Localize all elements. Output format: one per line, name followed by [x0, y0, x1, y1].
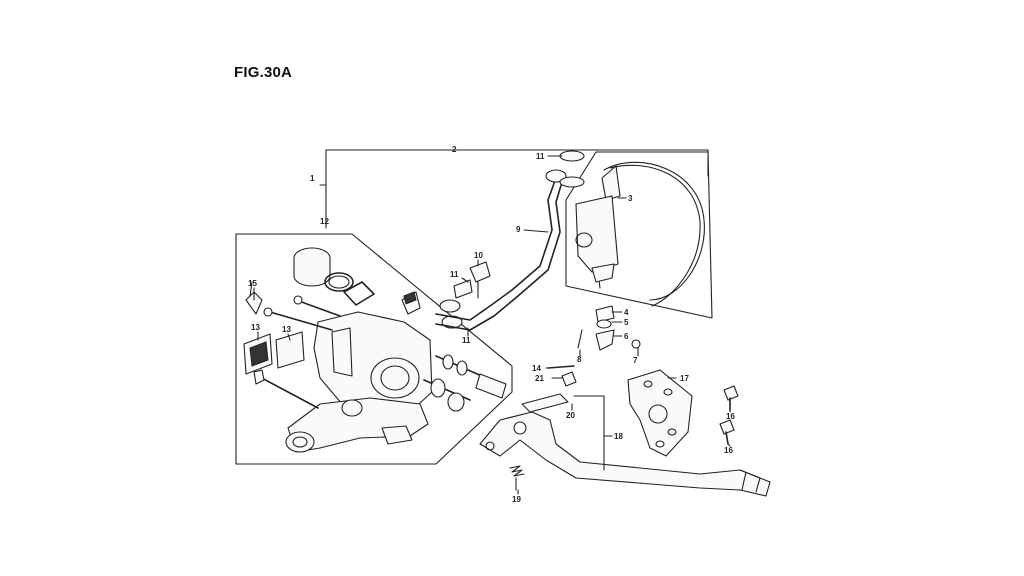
callout-19: 19	[512, 495, 521, 504]
callout-10: 10	[474, 251, 483, 260]
callout-3: 3	[628, 194, 633, 203]
callout-5: 5	[624, 318, 629, 327]
leader-lines	[253, 155, 731, 495]
callout-9: 9	[516, 225, 521, 234]
return-spring	[509, 465, 525, 491]
caliper-group-outline	[235, 233, 513, 465]
callout-13-right: 13	[282, 325, 291, 334]
callout-18: 18	[614, 432, 623, 441]
mounting-bolts	[719, 385, 739, 445]
brake-pedal	[479, 411, 771, 497]
callout-15: 15	[248, 279, 257, 288]
callout-2: 2	[452, 145, 457, 154]
callout-labels: 1 2 3 4 5 6 7 8 9 10 11 11 11 12 13 13 1…	[248, 145, 735, 504]
figure-title: FIG.30A	[234, 64, 293, 81]
callout-14: 14	[532, 364, 541, 373]
master-cylinder-group-outline	[565, 151, 713, 319]
callout-20: 20	[566, 411, 575, 420]
pushrod-parts	[577, 305, 641, 351]
callout-13-left: 13	[251, 323, 260, 332]
callout-12: 12	[320, 217, 329, 226]
callout-1: 1	[310, 174, 315, 183]
brake-hose	[435, 150, 585, 331]
assembly-bracket	[319, 149, 709, 229]
pedal-bracket-plate	[627, 369, 693, 457]
callout-11-low: 11	[462, 336, 471, 345]
master-cylinder	[575, 161, 705, 307]
pedal-arm-link	[521, 365, 577, 413]
callout-7: 7	[633, 356, 638, 365]
callout-11-mid: 11	[450, 270, 459, 279]
callout-16-lower: 16	[724, 446, 733, 455]
callout-4: 4	[624, 308, 629, 317]
callout-17: 17	[680, 374, 689, 383]
callout-11-top: 11	[536, 152, 545, 161]
callout-8: 8	[577, 355, 582, 364]
callout-6: 6	[624, 332, 629, 341]
banjo-fittings	[439, 261, 491, 329]
caliper-parts	[243, 247, 507, 453]
callout-21: 21	[535, 374, 544, 383]
callout-16-upper: 16	[726, 412, 735, 421]
